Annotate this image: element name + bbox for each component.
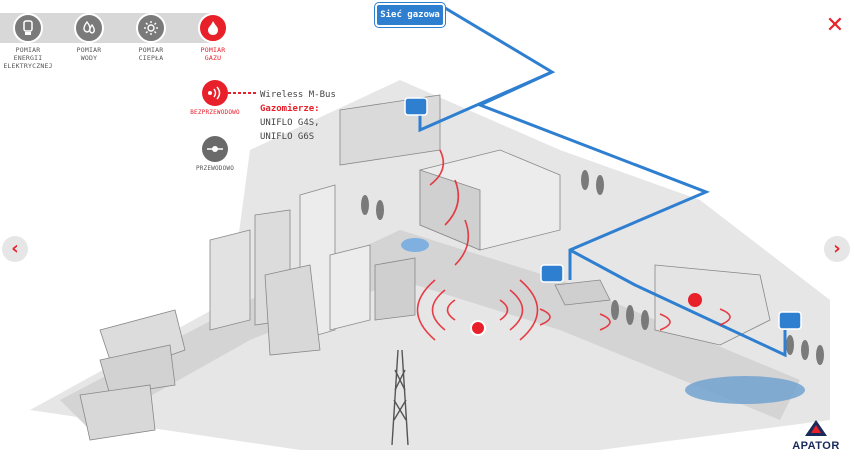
radio-tower	[391, 349, 409, 446]
hospital-sign	[688, 293, 702, 307]
heat-icon	[136, 13, 166, 43]
mode-wireless-label: BEZPRZEWODOWO	[190, 109, 240, 116]
fountain	[401, 238, 429, 252]
meter-model: UNIFLO G4S,	[260, 118, 320, 128]
wireless-link-line	[228, 92, 258, 94]
mode-wireless[interactable]: BEZPRZEWODOWO	[190, 80, 240, 116]
trees	[361, 170, 824, 365]
wireless-signal-icon	[202, 80, 228, 106]
data-concentrator	[470, 320, 486, 336]
radio-waves	[416, 149, 731, 341]
protocol-text: Wireless M-Bus	[260, 90, 336, 100]
bulb-icon	[13, 13, 43, 43]
buildings	[79, 94, 771, 441]
close-icon[interactable]: ✕	[825, 13, 845, 38]
apator-logo: APATOR	[780, 420, 852, 452]
wired-connection-icon	[202, 136, 228, 162]
mode-wired[interactable]: PRZEWODOWO	[190, 136, 240, 172]
flame-icon	[198, 13, 228, 43]
street-grid	[60, 230, 800, 430]
apator-logo-icon	[805, 420, 827, 436]
meters-heading: Gazomierze:	[260, 104, 320, 114]
pond	[685, 376, 805, 404]
mode-wired-label: PRZEWODOWO	[195, 165, 235, 172]
water-drops-icon	[74, 13, 104, 43]
next-arrow-icon[interactable]: ›	[824, 236, 850, 262]
prev-arrow-icon[interactable]: ‹	[2, 236, 28, 262]
meter-info: Wireless M-Bus Gazomierze: UNIFLO G4S, U…	[260, 88, 336, 144]
gas-network-button[interactable]: Sieć gazowa	[375, 3, 445, 27]
gas-meters	[404, 97, 802, 330]
meter-model: UNIFLO G6S	[260, 132, 315, 142]
